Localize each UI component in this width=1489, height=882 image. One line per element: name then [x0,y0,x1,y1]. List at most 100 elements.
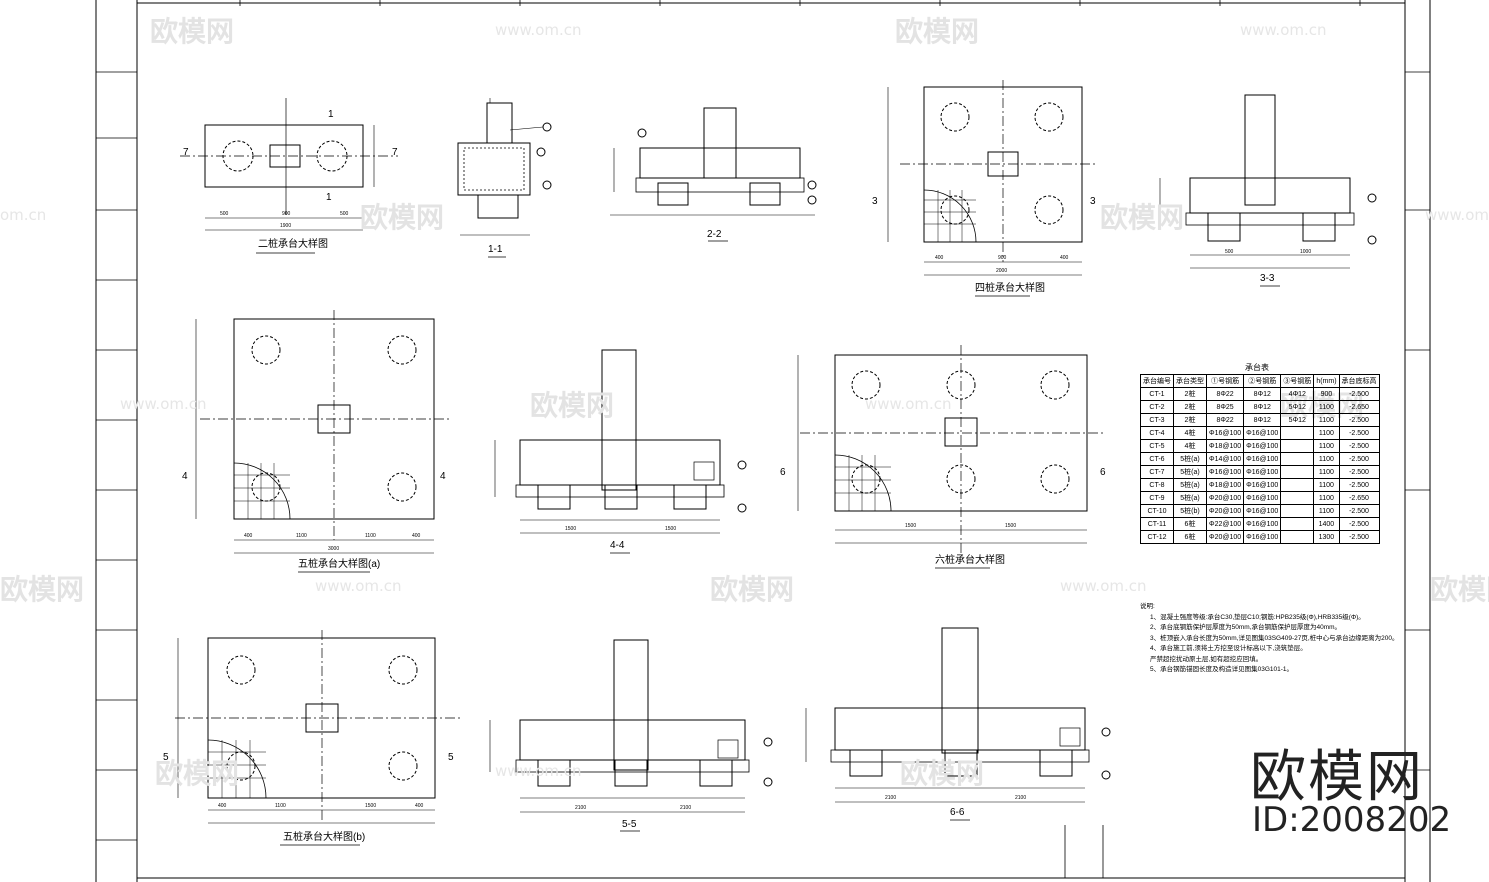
table-cell: Φ16@100 [1205,426,1245,440]
dimension-text: 400 [218,803,227,809]
figure-caption: 4-4 [610,540,625,551]
dimension-text: 3000 [328,546,340,552]
dimension-text: 400 [412,533,421,539]
figure-caption: 五桩承台大样图(b) [283,832,366,843]
section-mark: 5 [448,752,454,763]
notes-heading: 说明: [1140,603,1155,610]
table-cell [1280,504,1315,518]
table-cell: Φ20@100 [1205,504,1245,518]
dimension-text: 2100 [885,795,897,801]
dimension-text: 2100 [680,805,692,811]
watermark-url: www.om.cn [495,21,582,39]
table-cell: 8Φ12 [1243,413,1282,427]
dimension-text: 500 [1225,249,1234,255]
table-cell: CT-4 [1140,426,1174,440]
section-6-6 [805,627,1111,821]
dimension-text: 1500 [365,803,377,809]
notes-block: 说明: 1、混凝土强度等级:承台C30,垫层C10;钢筋:HPB235级(Φ),… [1140,602,1399,676]
table-cell: Φ22@100 [1205,517,1245,531]
section-mark: 4 [440,471,446,482]
watermark-brand: 欧模网 [895,15,980,48]
table-cell: 8Φ12 [1243,387,1282,401]
figure-caption: 二桩承台大样图 [258,239,328,250]
figure-caption: 六桩承台大样图 [935,555,1005,566]
table-cell: Φ16@100 [1205,465,1245,479]
table-cell: 8Φ22 [1205,387,1245,401]
figure-caption: 5-5 [622,819,637,830]
table-cell: 1400 [1313,517,1340,531]
table-cell: 2桩 [1173,387,1207,401]
brand-logo-text: 欧模网 [1250,745,1424,810]
table-cell: CT-2 [1140,400,1174,414]
table-header-cell: 承台编号 [1140,374,1174,388]
table-cell: -2.650 [1338,491,1380,505]
note-item: 4、承台施工前,须将土方挖至设计标高以下,浇筑垫层。 [1150,645,1307,652]
section-mark: 6 [1100,467,1106,478]
table-cell: Φ16@100 [1243,504,1282,518]
two-pile-plan [180,98,398,254]
note-item: 5、承台钢筋锚固长度及构造详见图集03G101-1。 [1150,666,1294,673]
section-5-5 [489,639,773,832]
six-pile-plan [797,345,1105,569]
table-cell [1280,478,1315,492]
watermark-url: www.om.cn [1240,21,1327,39]
table-cell: 1100 [1313,478,1340,492]
table-cell: Φ16@100 [1243,530,1282,544]
watermark-url: www.om.cn [315,577,402,595]
section-3-3 [1159,94,1377,287]
table-cell: -2.500 [1338,452,1380,466]
section-4-4 [494,349,747,554]
figure-caption: 3-3 [1260,273,1275,284]
section-mark: 6 [780,467,786,478]
table-cell: 5桩(a) [1173,465,1207,479]
section-mark: 1 [326,192,332,203]
table-cell: 4桩 [1173,426,1207,440]
cap-table: 承台编号 承台类型 ①号钢筋 ②号钢筋 ③号钢筋 h(mm) 承台底标高 CT-… [1140,374,1380,544]
table-cell: 1100 [1313,439,1340,453]
figure-caption: 四桩承台大样图 [975,283,1045,294]
section-mark: 4 [182,471,188,482]
table-cell: -2.500 [1338,413,1380,427]
table-cell: Φ16@100 [1243,478,1282,492]
dimension-text: 1500 [665,526,677,532]
table-cell: Φ16@100 [1243,517,1282,531]
table-header-cell: 承台类型 [1173,374,1207,388]
dimension-text: 900 [998,255,1007,261]
table-cell: Φ14@100 [1205,452,1245,466]
table-cell: Φ16@100 [1243,465,1282,479]
figure-caption: 五桩承台大样图(a) [298,559,381,570]
watermark-url: www.om.cn [120,395,207,413]
watermark-url: www.om.cn [1060,577,1147,595]
note-item: 3、桩顶嵌入承台长度为50mm,详见图集03SG409-27页,桩中心与承台边缘… [1150,634,1399,642]
dimension-text: 900 [282,211,291,217]
table-cell: CT-7 [1140,465,1174,479]
image-id: ID:2008202 [1252,800,1452,840]
dimension-text: 400 [244,533,253,539]
table-header-row: 承台编号 承台类型 ①号钢筋 ②号钢筋 ③号钢筋 h(mm) 承台底标高 [1140,374,1380,388]
section-mark: 7 [392,147,398,158]
table-header-cell: ②号钢筋 [1243,374,1282,388]
table-cell: CT-12 [1140,530,1174,544]
watermark-brand: 欧模网 [0,573,85,606]
figure-caption: 6-6 [950,807,965,818]
watermark-brand: 欧模网 [150,15,235,48]
table-cell: 5桩(a) [1173,478,1207,492]
table-cell: 4Φ12 [1280,387,1315,401]
dimension-text: 1500 [1005,523,1017,529]
dimension-text: 400 [415,803,424,809]
table-cell: -2.500 [1338,504,1380,518]
table-cell: 1100 [1313,452,1340,466]
note-item: 严禁超挖扰动原土层,如有超挖应回填。 [1150,655,1263,663]
table-cell: Φ18@100 [1205,439,1245,453]
watermark-brand: 欧模网 [360,201,445,234]
section-mark: 5 [163,752,169,763]
table-cell: Φ16@100 [1243,491,1282,505]
